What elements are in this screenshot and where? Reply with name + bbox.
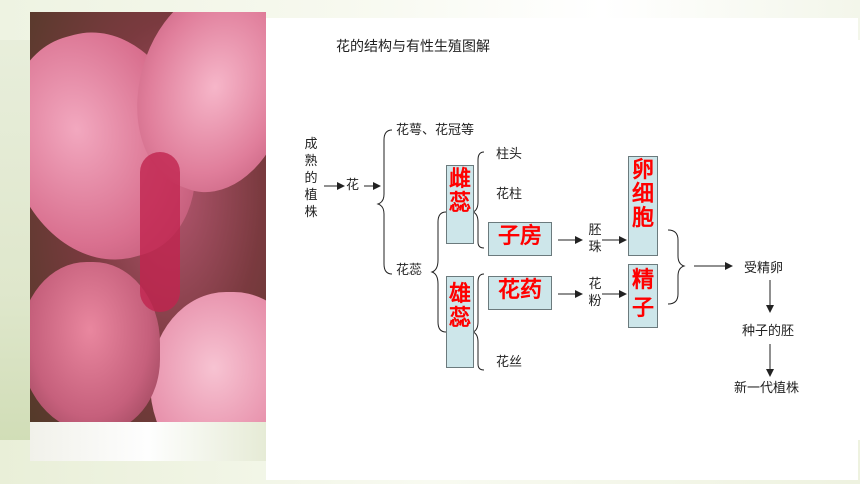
pollen-label: 花粉 [588,277,602,309]
slide-background-left [0,40,30,460]
seed-embryo-label: 种子的胚 [742,324,795,339]
diagram-panel: 花的结构与有性生殖图解 成熟的植株 花 花萼、花冠等 花蕊 雌蕊 雄蕊 柱头 花… [266,18,858,480]
egg-box: 卵细胞 [628,156,658,256]
ovule-label: 胚珠 [588,223,602,255]
diagram-connectors [324,129,774,377]
pistil-box: 雌蕊 [446,165,474,244]
filament-label: 花丝 [496,355,523,370]
ovary-box: 子房 [488,222,552,256]
stigma-label: 柱头 [496,147,523,162]
anther-box: 花药 [488,276,552,310]
plant-label: 成熟的植株 [304,137,318,220]
sepal-corolla-label: 花萼、花冠等 [396,123,475,138]
fertilized-egg-label: 受精卵 [744,261,784,276]
stamen-box: 雄蕊 [446,276,474,368]
new-plant-label: 新一代植株 [734,381,800,396]
diagram-title: 花的结构与有性生殖图解 [336,39,490,55]
stamen-pistil-label: 花蕊 [396,263,423,278]
sperm-box: 精子 [628,264,658,328]
flower-label: 花 [346,178,360,193]
peach-flower-photo [30,12,266,461]
style-label: 花柱 [496,187,523,202]
